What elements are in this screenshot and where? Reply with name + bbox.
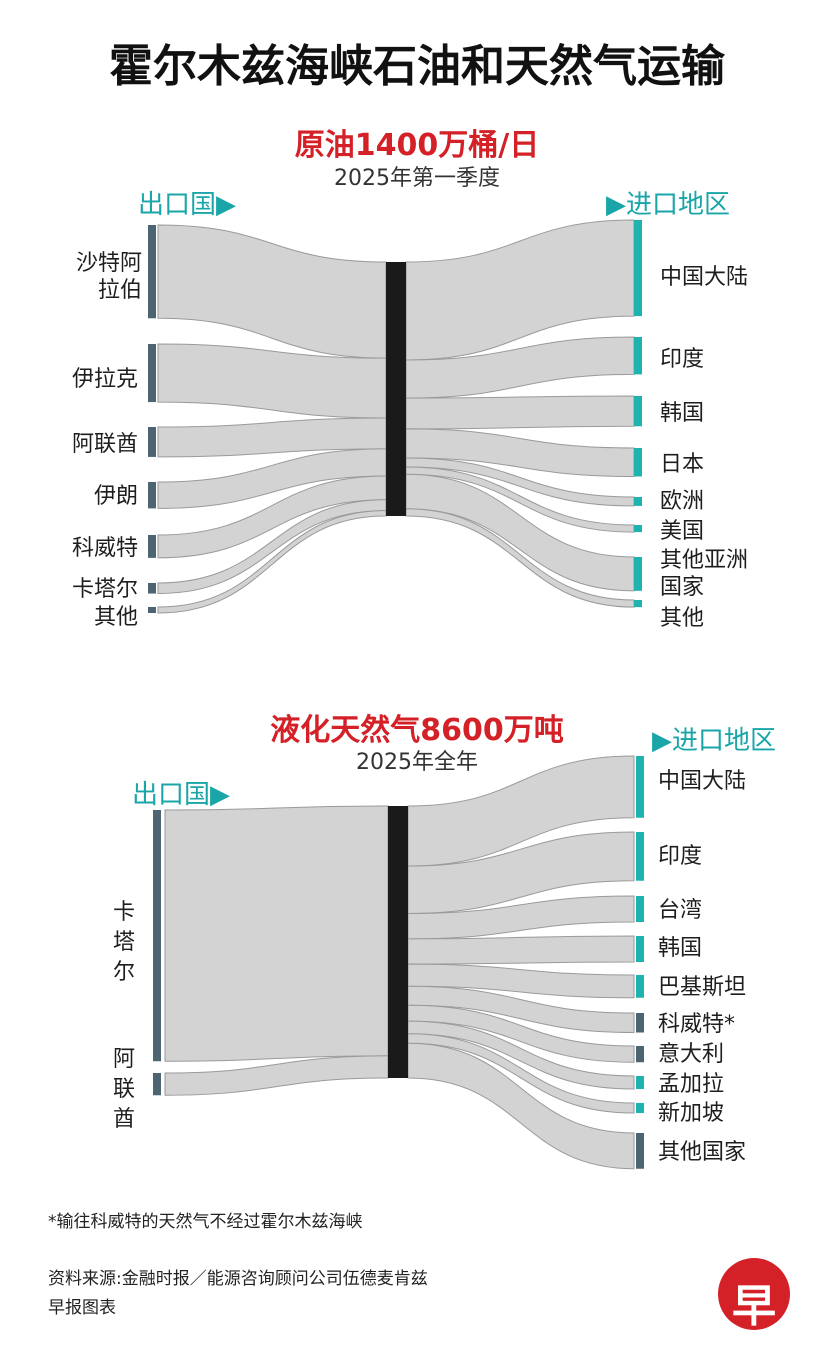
lng-target-label-0: 中国大陆 bbox=[658, 769, 747, 794]
lng-target-label-2: 台湾 bbox=[658, 898, 703, 923]
crude-target-label-2: 韩国 bbox=[660, 401, 705, 426]
crude-target-label-0: 中国大陆 bbox=[660, 265, 749, 290]
crude-target-label-6: 其他亚洲国家 bbox=[660, 548, 749, 600]
lng-target-label-3: 韩国 bbox=[658, 936, 703, 961]
flow-lng-target-9 bbox=[407, 1042, 635, 1170]
crude-source-bar-5 bbox=[148, 583, 156, 594]
crude-source-label-6: 其他 bbox=[93, 605, 138, 630]
flow-lng-source-1 bbox=[164, 1055, 389, 1096]
lng-source-bar-1 bbox=[153, 1073, 161, 1096]
crude-target-label-1: 印度 bbox=[660, 347, 705, 372]
lng-target-label-8: 新加坡 bbox=[658, 1101, 725, 1126]
crude-target-bar-6 bbox=[634, 557, 642, 591]
flow-lng-target-4 bbox=[407, 963, 635, 999]
flow-lng-target-0 bbox=[407, 755, 635, 867]
crude-period: 2025年第一季度 bbox=[334, 166, 500, 191]
credit-note: 早报图表 bbox=[48, 1298, 116, 1318]
lng-heading: 液化天然气8600万吨 bbox=[270, 713, 564, 748]
crude-source-bar-6 bbox=[148, 607, 156, 613]
crude-source-label-2: 阿联酋 bbox=[71, 432, 138, 457]
lng-target-label-5: 科威特* bbox=[658, 1012, 736, 1037]
lng-target-bar-5 bbox=[636, 1013, 644, 1033]
crude-target-bar-2 bbox=[634, 396, 642, 427]
crude-target-bar-5 bbox=[634, 525, 642, 533]
crude-source-label-0: 沙特阿拉伯 bbox=[75, 251, 142, 303]
lng-target-bar-9 bbox=[636, 1133, 644, 1169]
source-note: 资料来源:金融时报／能源咨询顾问公司伍德麦肯兹 bbox=[48, 1269, 428, 1289]
flow-lng-target-5 bbox=[407, 985, 635, 1034]
zaobao-logo: 早 bbox=[718, 1258, 790, 1332]
crude-source-label-4: 科威特 bbox=[71, 536, 138, 561]
crude-source-bar-2 bbox=[148, 427, 156, 457]
crude-target-label-4: 欧洲 bbox=[660, 489, 705, 514]
crude-strait-bar bbox=[386, 262, 406, 516]
main-title: 霍尔木兹海峡石油和天然气运输 bbox=[109, 41, 725, 92]
footnote: *输往科威特的天然气不经过霍尔木兹海峡 bbox=[48, 1212, 363, 1232]
lng-source-bar-0 bbox=[153, 810, 161, 1062]
crude-source-bar-0 bbox=[148, 225, 156, 319]
flow-lng-target-1 bbox=[407, 831, 635, 915]
crude-source-bar-4 bbox=[148, 535, 156, 558]
flow-lng-target-7 bbox=[407, 1020, 635, 1090]
flow-crude-source-0 bbox=[157, 224, 387, 359]
lng-target-bar-8 bbox=[636, 1103, 644, 1113]
lng-source-label-1: 阿联酋 bbox=[112, 1047, 135, 1132]
crude-target-label-5: 美国 bbox=[660, 519, 705, 544]
flow-lng-target-8 bbox=[407, 1033, 635, 1114]
lng-target-bar-1 bbox=[636, 832, 644, 881]
lng-source-label-0: 卡塔尔 bbox=[112, 900, 135, 985]
logo-text: 早 bbox=[732, 1281, 776, 1332]
flow-lng-target-6 bbox=[407, 1004, 635, 1063]
crude-source-label-3: 伊朗 bbox=[93, 484, 138, 509]
lng-target-bar-7 bbox=[636, 1076, 644, 1089]
flow-crude-target-6 bbox=[405, 473, 635, 592]
crude-target-bar-7 bbox=[634, 600, 642, 608]
flow-lng-target-2 bbox=[407, 895, 635, 940]
lng-period: 2025年全年 bbox=[356, 750, 478, 775]
lng-target-bar-4 bbox=[636, 975, 644, 998]
crude-heading: 原油1400万桶/日 bbox=[294, 128, 540, 163]
flow-crude-target-2 bbox=[405, 395, 635, 430]
crude-target-bar-3 bbox=[634, 448, 642, 477]
lng-target-bar-0 bbox=[636, 756, 644, 818]
lng-target-bar-2 bbox=[636, 896, 644, 922]
crude-import-header: ▶进口地区 bbox=[606, 190, 730, 220]
flow-lng-source-0 bbox=[164, 805, 389, 1062]
crude-target-label-7: 其他 bbox=[660, 606, 705, 631]
lng-target-label-9: 其他国家 bbox=[658, 1140, 747, 1165]
lng-import-header: ▶进口地区 bbox=[652, 726, 776, 756]
lng-export-header: 出口国▶ bbox=[132, 780, 230, 810]
crude-target-label-3: 日本 bbox=[660, 452, 705, 477]
crude-source-label-1: 伊拉克 bbox=[71, 367, 138, 392]
crude-source-bar-1 bbox=[148, 344, 156, 403]
lng-target-label-4: 巴基斯坦 bbox=[658, 975, 747, 1000]
crude-target-bar-4 bbox=[634, 497, 642, 506]
flow-lng-target-3 bbox=[407, 935, 635, 965]
crude-source-bar-3 bbox=[148, 482, 156, 509]
crude-target-bar-1 bbox=[634, 337, 642, 375]
lng-target-label-6: 意大利 bbox=[658, 1042, 725, 1067]
crude-source-label-5: 卡塔尔 bbox=[71, 577, 138, 602]
lng-target-label-1: 印度 bbox=[658, 844, 703, 869]
lng-target-bar-6 bbox=[636, 1046, 644, 1063]
crude-target-bar-0 bbox=[634, 220, 642, 317]
lng-target-label-7: 孟加拉 bbox=[658, 1072, 725, 1097]
crude-export-header: 出口国▶ bbox=[138, 190, 236, 220]
lng-strait-bar bbox=[388, 806, 408, 1078]
lng-target-bar-3 bbox=[636, 936, 644, 962]
